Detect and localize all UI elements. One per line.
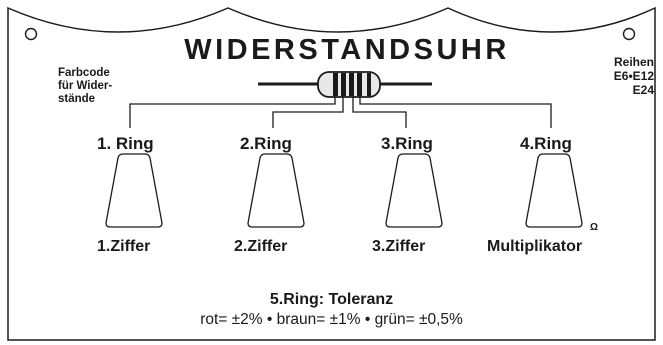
- dial-window-3: [385, 153, 443, 228]
- ring-1-function: 1.Ziffer: [97, 238, 151, 255]
- color-code-note: Farbcode für Wider- stände: [58, 67, 112, 106]
- resistor-band-3: [349, 73, 354, 96]
- color-code-note-line-1: Farbcode: [58, 67, 110, 79]
- ring-2-function: 2.Ziffer: [234, 238, 288, 255]
- leader-line-ring-2: [272, 96, 344, 128]
- leader-line-ring-1: [129, 96, 336, 128]
- color-code-note-line-2: für Wider-: [58, 80, 113, 92]
- series-note: Reihen E6•E12 E24: [594, 55, 654, 97]
- series-note-line-2: E6•E12: [613, 69, 654, 83]
- resistor-band-2: [341, 73, 346, 96]
- dial-window-1: [105, 153, 163, 228]
- frame-outline: [7, 6, 656, 341]
- ring-2-label: 2.Ring: [240, 134, 292, 153]
- resistor-band-4: [357, 73, 362, 96]
- dial-window-2: [247, 153, 305, 228]
- mounting-hole-left: [24, 27, 38, 41]
- ring-4-label: 4.Ring: [520, 134, 572, 153]
- mounting-hole-right: [622, 27, 636, 41]
- ring-3-function: 3.Ziffer: [372, 238, 426, 255]
- leader-line-ring-3: [352, 96, 407, 128]
- resistor-icon: [258, 71, 432, 98]
- dial-window-4: [525, 153, 583, 228]
- leader-line-ring-4: [359, 96, 552, 128]
- resistor-band-1: [333, 73, 338, 96]
- band-leader-lines: [129, 96, 552, 128]
- ring-1-label: 1. Ring: [97, 134, 154, 153]
- ohm-symbol: Ω: [590, 222, 599, 233]
- ring-3-label: 3.Ring: [381, 134, 433, 153]
- resistor-band-5: [367, 73, 371, 96]
- color-code-note-line-3: stände: [58, 93, 96, 105]
- series-note-line-3: E24: [632, 83, 654, 97]
- ring-4-function: Multiplikator: [487, 238, 583, 255]
- series-note-line-1: Reihen: [613, 55, 654, 69]
- tolerance-values: rot= ±2% • braun= ±1% • grün= ±0,5%: [200, 311, 463, 328]
- page-title: WIDERSTANDSUHR: [184, 34, 510, 66]
- tolerance-title: 5.Ring: Toleranz: [269, 291, 394, 308]
